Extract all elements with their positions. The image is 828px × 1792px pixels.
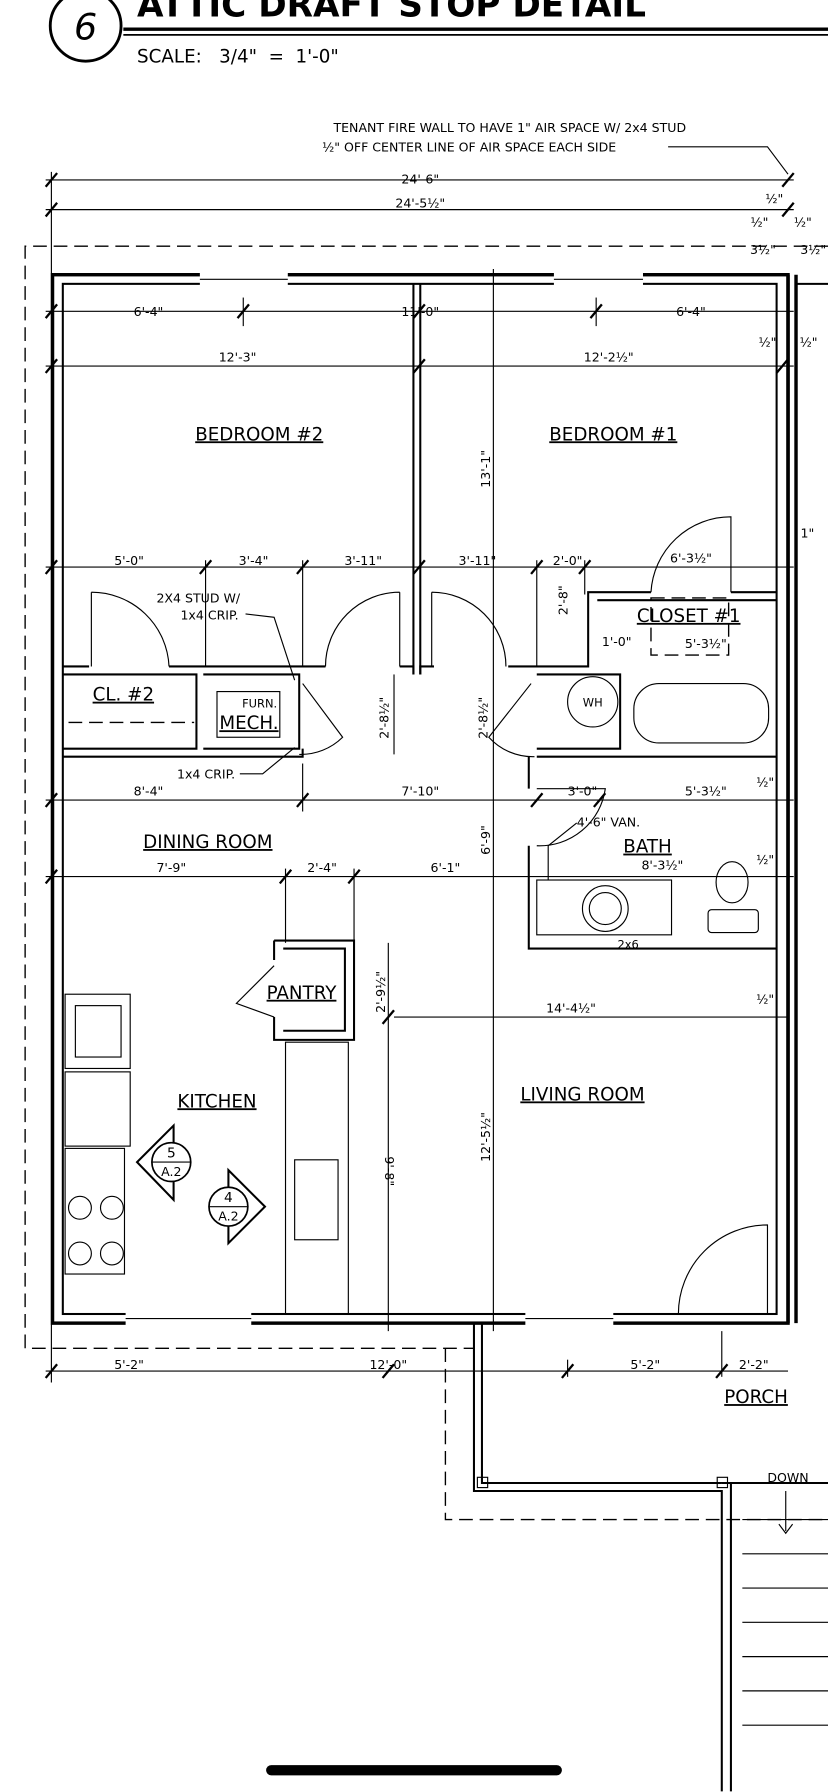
dim-label: 12'-5½" [478, 1112, 493, 1162]
room-closet-1: CLOSET #1 [637, 606, 741, 627]
room-labels: BEDROOM #2 BEDROOM #1 CLOSET #1 CL. #2 F… [93, 424, 788, 1408]
svg-text:A.2: A.2 [161, 1164, 181, 1179]
dim-label: 12'-2½" [584, 350, 634, 365]
beam-label: 2x6 [618, 938, 639, 952]
roof-outline [24, 245, 828, 1521]
stud-note-line1: 2X4 STUD W/ [156, 590, 240, 605]
dim-label: 3'-11" [459, 553, 497, 568]
detail-number-circle [48, 0, 123, 63]
fire-wall-note-line2: ½" OFF CENTER LINE OF AIR SPACE EACH SID… [322, 139, 616, 154]
dim-label: 2'-9½" [373, 971, 388, 1013]
dim-label: 3½" [750, 242, 776, 257]
section-marker-5: 5 A.2 [135, 1123, 192, 1203]
room-porch: PORCH [724, 1387, 788, 1408]
furnace [216, 690, 281, 738]
walls [50, 272, 828, 1792]
dim-label: ½" [756, 852, 774, 867]
dim-label: 5'-3½" [685, 783, 727, 798]
dim-label: 3'-11" [344, 553, 382, 568]
detail-title: ATTIC DRAFT STOP DETAIL [137, 0, 646, 26]
down-label: DOWN [767, 1470, 808, 1485]
crip-note: 1x4 CRIP. [177, 766, 235, 781]
dim-label: ½" [759, 335, 777, 350]
dim-label: 3½" [800, 242, 826, 257]
dim-label: 2'-4" [307, 860, 337, 875]
home-indicator[interactable] [266, 1765, 562, 1776]
dim-label: 2'-2" [739, 1357, 769, 1372]
dim-label: ½" [765, 191, 783, 206]
room-kitchen: KITCHEN [177, 1091, 256, 1112]
svg-text:4: 4 [224, 1190, 233, 1206]
dim-label: 2'-8" [556, 585, 571, 615]
dim-label: 6'-4" [134, 304, 164, 319]
dim-label: 8'-4" [134, 783, 164, 798]
dimension-labels: 24'-6" 24'-5½" ½" ½" ½" 3½" 3½" 6'-4" 11… [114, 171, 826, 1371]
room-mech: MECH. [219, 713, 278, 734]
room-bedroom-2: BEDROOM #2 [195, 424, 323, 445]
dim-label: 2'-8½" [476, 697, 491, 739]
fire-wall-note-line1: TENANT FIRE WALL TO HAVE 1" AIR SPACE W/… [332, 120, 686, 135]
dim-label: 14'-4½" [546, 1000, 596, 1015]
dim-label: 9'-8" [382, 1156, 397, 1186]
dim-label: 2'-8½" [376, 697, 391, 739]
scale-label: SCALE: 3/4" = 1'-0" [137, 46, 339, 67]
svg-text:A.2: A.2 [218, 1208, 238, 1223]
water-heater [567, 676, 619, 728]
door-swings [90, 516, 769, 1314]
dim-label: 5'-3½" [685, 636, 727, 651]
stud-note-line2: 1x4 CRIP. [180, 608, 238, 623]
dim-label: 24'-5½" [395, 195, 445, 210]
dim-label: ½" [751, 215, 769, 230]
dim-label: 11'-0" [401, 304, 439, 319]
dim-label: ½" [756, 991, 774, 1006]
room-living: LIVING ROOM [520, 1084, 644, 1105]
dim-label: 5'-2" [630, 1357, 660, 1372]
dim-label: 12'-3" [219, 350, 257, 365]
dim-label: 6'-9" [478, 825, 493, 855]
dim-label: 24'-6" [401, 171, 439, 186]
dim-label: ½" [756, 774, 774, 789]
room-closet-2: CL. #2 [93, 685, 154, 706]
dim-label: 5'-2" [114, 1357, 144, 1372]
dim-label: 2'-0" [553, 553, 583, 568]
dim-label: 12'-0" [369, 1357, 407, 1372]
dim-label: 1" [801, 525, 815, 540]
dim-label: ½" [800, 335, 818, 350]
dim-label: 7'-10" [401, 783, 439, 798]
room-pantry: PANTRY [267, 983, 338, 1004]
vanity-note: 4'-6" VAN. [577, 814, 640, 829]
dim-label: 3'-4" [239, 553, 269, 568]
dim-label: 6'-1" [431, 860, 461, 875]
dim-label: 1'-0" [602, 634, 632, 649]
bathtub [633, 683, 770, 744]
dim-label: 7'-9" [156, 860, 186, 875]
wh-label: WH [583, 695, 603, 709]
section-marker-4: 4 A.2 [208, 1167, 267, 1246]
dim-label: 6'-3½" [670, 551, 712, 566]
svg-text:5: 5 [167, 1146, 176, 1162]
dim-label: 13'-1" [478, 450, 493, 488]
dim-label: ½" [794, 215, 812, 230]
room-bath: BATH [623, 837, 672, 858]
detail-number: 6 [74, 5, 97, 48]
room-dining: DINING ROOM [143, 832, 272, 853]
room-bedroom-1: BEDROOM #1 [549, 424, 677, 445]
furn-label: FURN. [242, 697, 277, 711]
dim-label: 3'-0" [568, 783, 598, 798]
dim-label: 8'-3½" [641, 858, 683, 873]
dim-label: 5'-0" [114, 553, 144, 568]
dim-label: 6'-4" [676, 304, 706, 319]
